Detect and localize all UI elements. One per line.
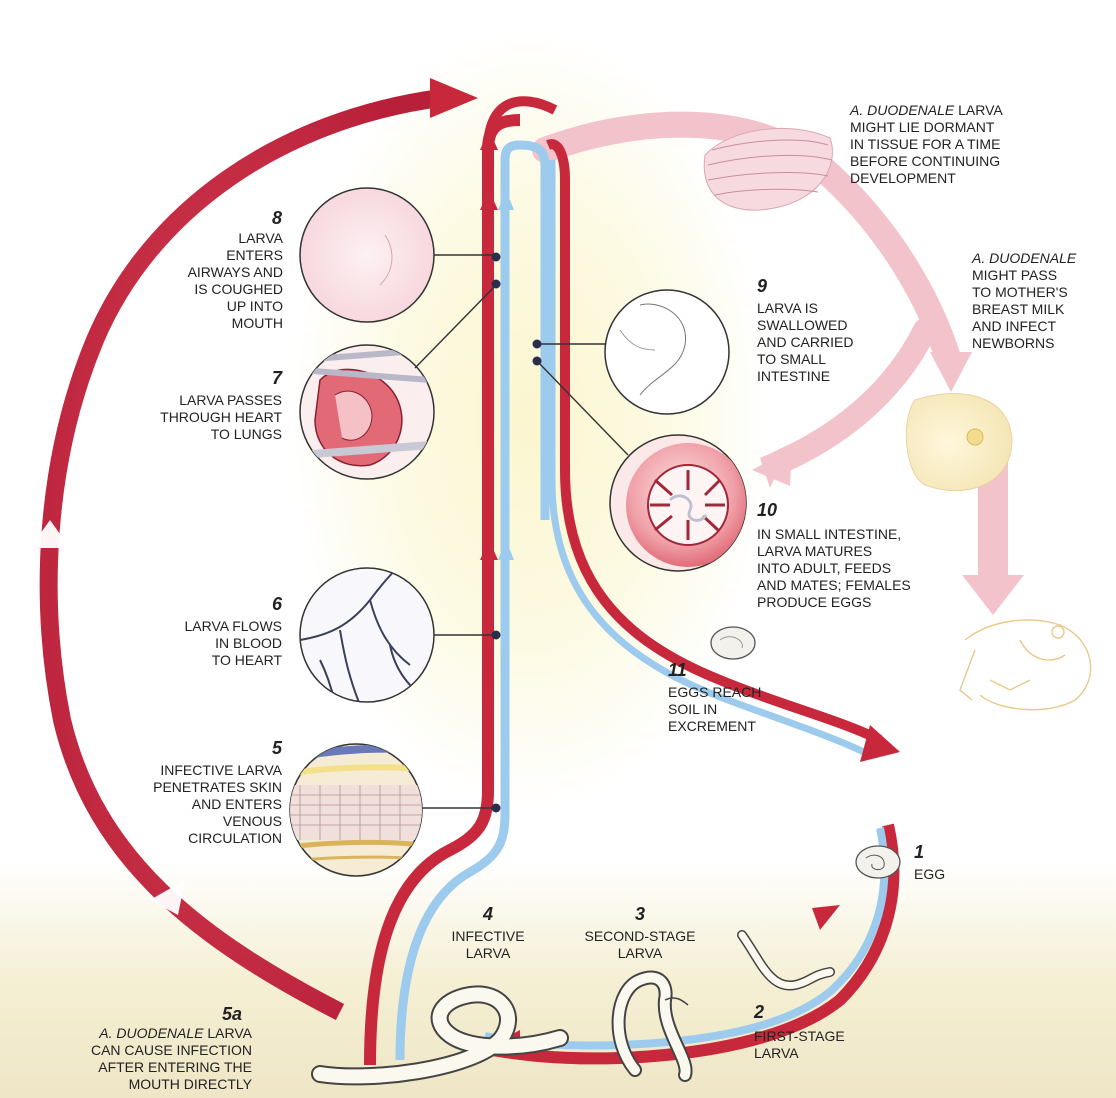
step-1-label: EGG: [914, 866, 974, 883]
step-10-label: IN SMALL INTESTINE, LARVA MATURES INTO A…: [757, 526, 957, 611]
step-1-number: 1: [914, 842, 924, 862]
step-5a-number: 5a: [190, 1004, 242, 1024]
circle-8-airways: [300, 188, 494, 322]
step-4-number: 4: [436, 904, 540, 924]
step-5a-label-rest: CAN CAUSE INFECTION AFTER ENTERING THE M…: [91, 1042, 252, 1092]
step-11-label: EGGS REACH SOIL IN EXCREMENT: [668, 684, 798, 735]
step-6-number: 6: [240, 594, 282, 614]
step-5-number: 5: [240, 738, 282, 758]
connection-dots: [492, 253, 542, 813]
first-stage-larva: [742, 935, 830, 986]
step-2-label: FIRST-STAGE LARVA: [754, 1028, 904, 1062]
step-9-label: LARVA IS SWALLOWED AND CARRIED TO SMALL …: [757, 300, 887, 385]
newborn-illustration: [960, 620, 1091, 710]
step-3-number: 3: [560, 904, 720, 924]
step-8-label: LARVA ENTERS AIRWAYS AND IS COUGHED UP I…: [180, 230, 283, 332]
step-5a-species: A. DUODENALE: [99, 1025, 203, 1041]
muscle-tissue-illustration: [704, 128, 832, 210]
step-5-label: INFECTIVE LARVA PENETRATES SKIN AND ENTE…: [110, 762, 282, 847]
step-7-label: LARVA PASSES THROUGH HEART TO LUNGS: [120, 392, 282, 443]
circle-5-skin: [285, 744, 494, 876]
note-breast-milk-rest: MIGHT PASS TO MOTHER'S BREAST MILK AND I…: [972, 267, 1068, 351]
circle-6-vessels: [300, 560, 494, 720]
infective-larva: [320, 994, 560, 1076]
note-breast-milk-species: A. DUODENALE: [972, 250, 1076, 266]
breast-illustration: [906, 393, 1012, 490]
egg-in-excrement: [711, 627, 755, 659]
step-9-number: 9: [757, 276, 767, 296]
step-5a-label-first: LARVA: [203, 1025, 252, 1041]
step-7-number: 7: [240, 368, 282, 388]
egg-in-soil: [856, 846, 900, 878]
step-11-number: 11: [668, 660, 687, 680]
step-4-label: INFECTIVE LARVA: [420, 928, 556, 962]
note-dormant-first: LARVA: [954, 102, 1003, 118]
note-dormant-rest: MIGHT LIE DORMANT IN TISSUE FOR A TIME B…: [850, 119, 1000, 186]
step-10-number: 10: [757, 500, 777, 520]
step-8-number: 8: [240, 208, 282, 228]
step-6-label: LARVA FLOWS IN BLOOD TO HEART: [140, 618, 282, 669]
step-2-number: 2: [754, 1002, 764, 1022]
step-3-label: SECOND-STAGE LARVA: [540, 928, 740, 962]
note-dormant-species: A. DUODENALE: [850, 102, 954, 118]
